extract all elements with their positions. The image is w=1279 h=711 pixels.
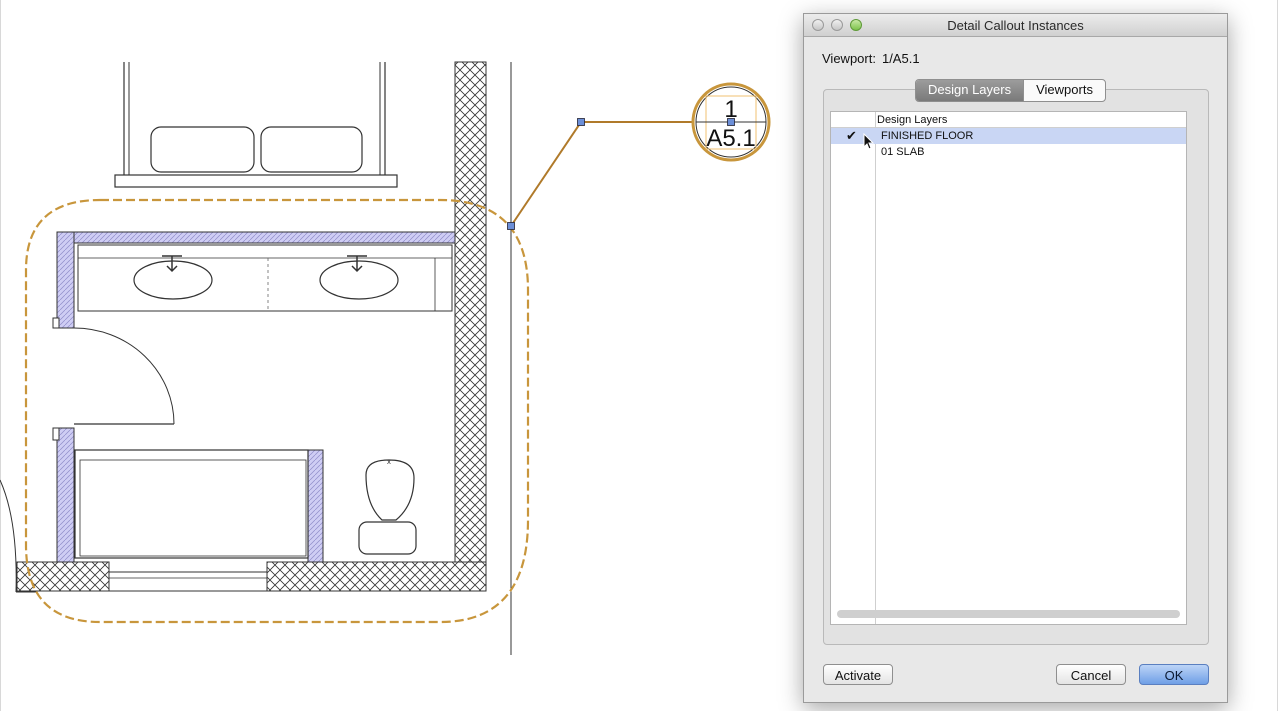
canvas-left-edge <box>0 0 1 711</box>
exterior-wall-right <box>454 61 487 592</box>
exterior-wall-bottom-left <box>16 561 110 592</box>
ok-button[interactable]: OK <box>1139 664 1209 685</box>
viewport-value: 1/A5.1 <box>881 51 920 66</box>
callout-number: 1 <box>724 96 737 123</box>
detail-callout-dialog: Detail Callout Instances Viewport: 1/A5.1… <box>803 13 1228 703</box>
bathtub <box>74 449 309 559</box>
sink-right <box>319 260 399 300</box>
table-row[interactable]: 01 SLAB <box>831 144 1186 160</box>
window <box>108 571 268 592</box>
activate-button[interactable]: Activate <box>823 664 893 685</box>
exterior-wall-bottom-right <box>266 561 487 592</box>
table-row[interactable]: ✔ FINISHED FLOOR <box>831 128 1186 144</box>
title-bar[interactable]: Detail Callout Instances <box>804 14 1227 37</box>
toilet: x <box>358 458 417 555</box>
callout-sheet: A5.1 <box>706 125 755 152</box>
zoom-window-icon[interactable] <box>850 19 862 31</box>
viewport-row: Viewport: 1/A5.1 <box>822 51 926 66</box>
dialog-title: Detail Callout Instances <box>947 18 1084 33</box>
callout-bubble[interactable]: 1 A5.1 <box>691 82 771 162</box>
tab-viewports[interactable]: Viewports <box>1023 80 1105 101</box>
tab-design-layers[interactable]: Design Layers <box>916 80 1024 101</box>
vanity <box>77 244 453 312</box>
layer-name: 01 SLAB <box>881 146 925 158</box>
design-layers-table[interactable]: Design Layers ✔ FINISHED FLOOR 01 SLAB <box>830 111 1187 625</box>
svg-text:x: x <box>387 458 391 466</box>
horizontal-scrollbar[interactable] <box>837 610 1180 618</box>
callout-boundary[interactable] <box>24 198 530 624</box>
pillow-left <box>150 126 255 173</box>
checkmark-icon[interactable]: ✔ <box>846 128 857 143</box>
column-divider <box>875 112 876 624</box>
close-window-icon[interactable] <box>812 19 824 31</box>
leader-handle-mid[interactable] <box>577 118 585 126</box>
leader-handle-end <box>727 118 735 126</box>
canvas-right-edge <box>1277 0 1278 711</box>
leader-handle-start[interactable] <box>507 222 515 230</box>
cancel-button[interactable]: Cancel <box>1056 664 1126 685</box>
pillow-right <box>260 126 363 173</box>
layer-name: FINISHED FLOOR <box>881 130 974 142</box>
column-header[interactable]: Design Layers <box>877 114 948 126</box>
minimize-window-icon[interactable] <box>831 19 843 31</box>
sink-left <box>133 260 213 300</box>
viewport-label: Viewport: <box>822 51 876 66</box>
mouse-cursor-icon <box>863 133 875 150</box>
tab-bar: Design Layers Viewports <box>915 79 1106 102</box>
door <box>73 327 175 425</box>
header-divider <box>831 127 1186 128</box>
bed <box>114 62 398 188</box>
interior-walls <box>52 231 456 563</box>
